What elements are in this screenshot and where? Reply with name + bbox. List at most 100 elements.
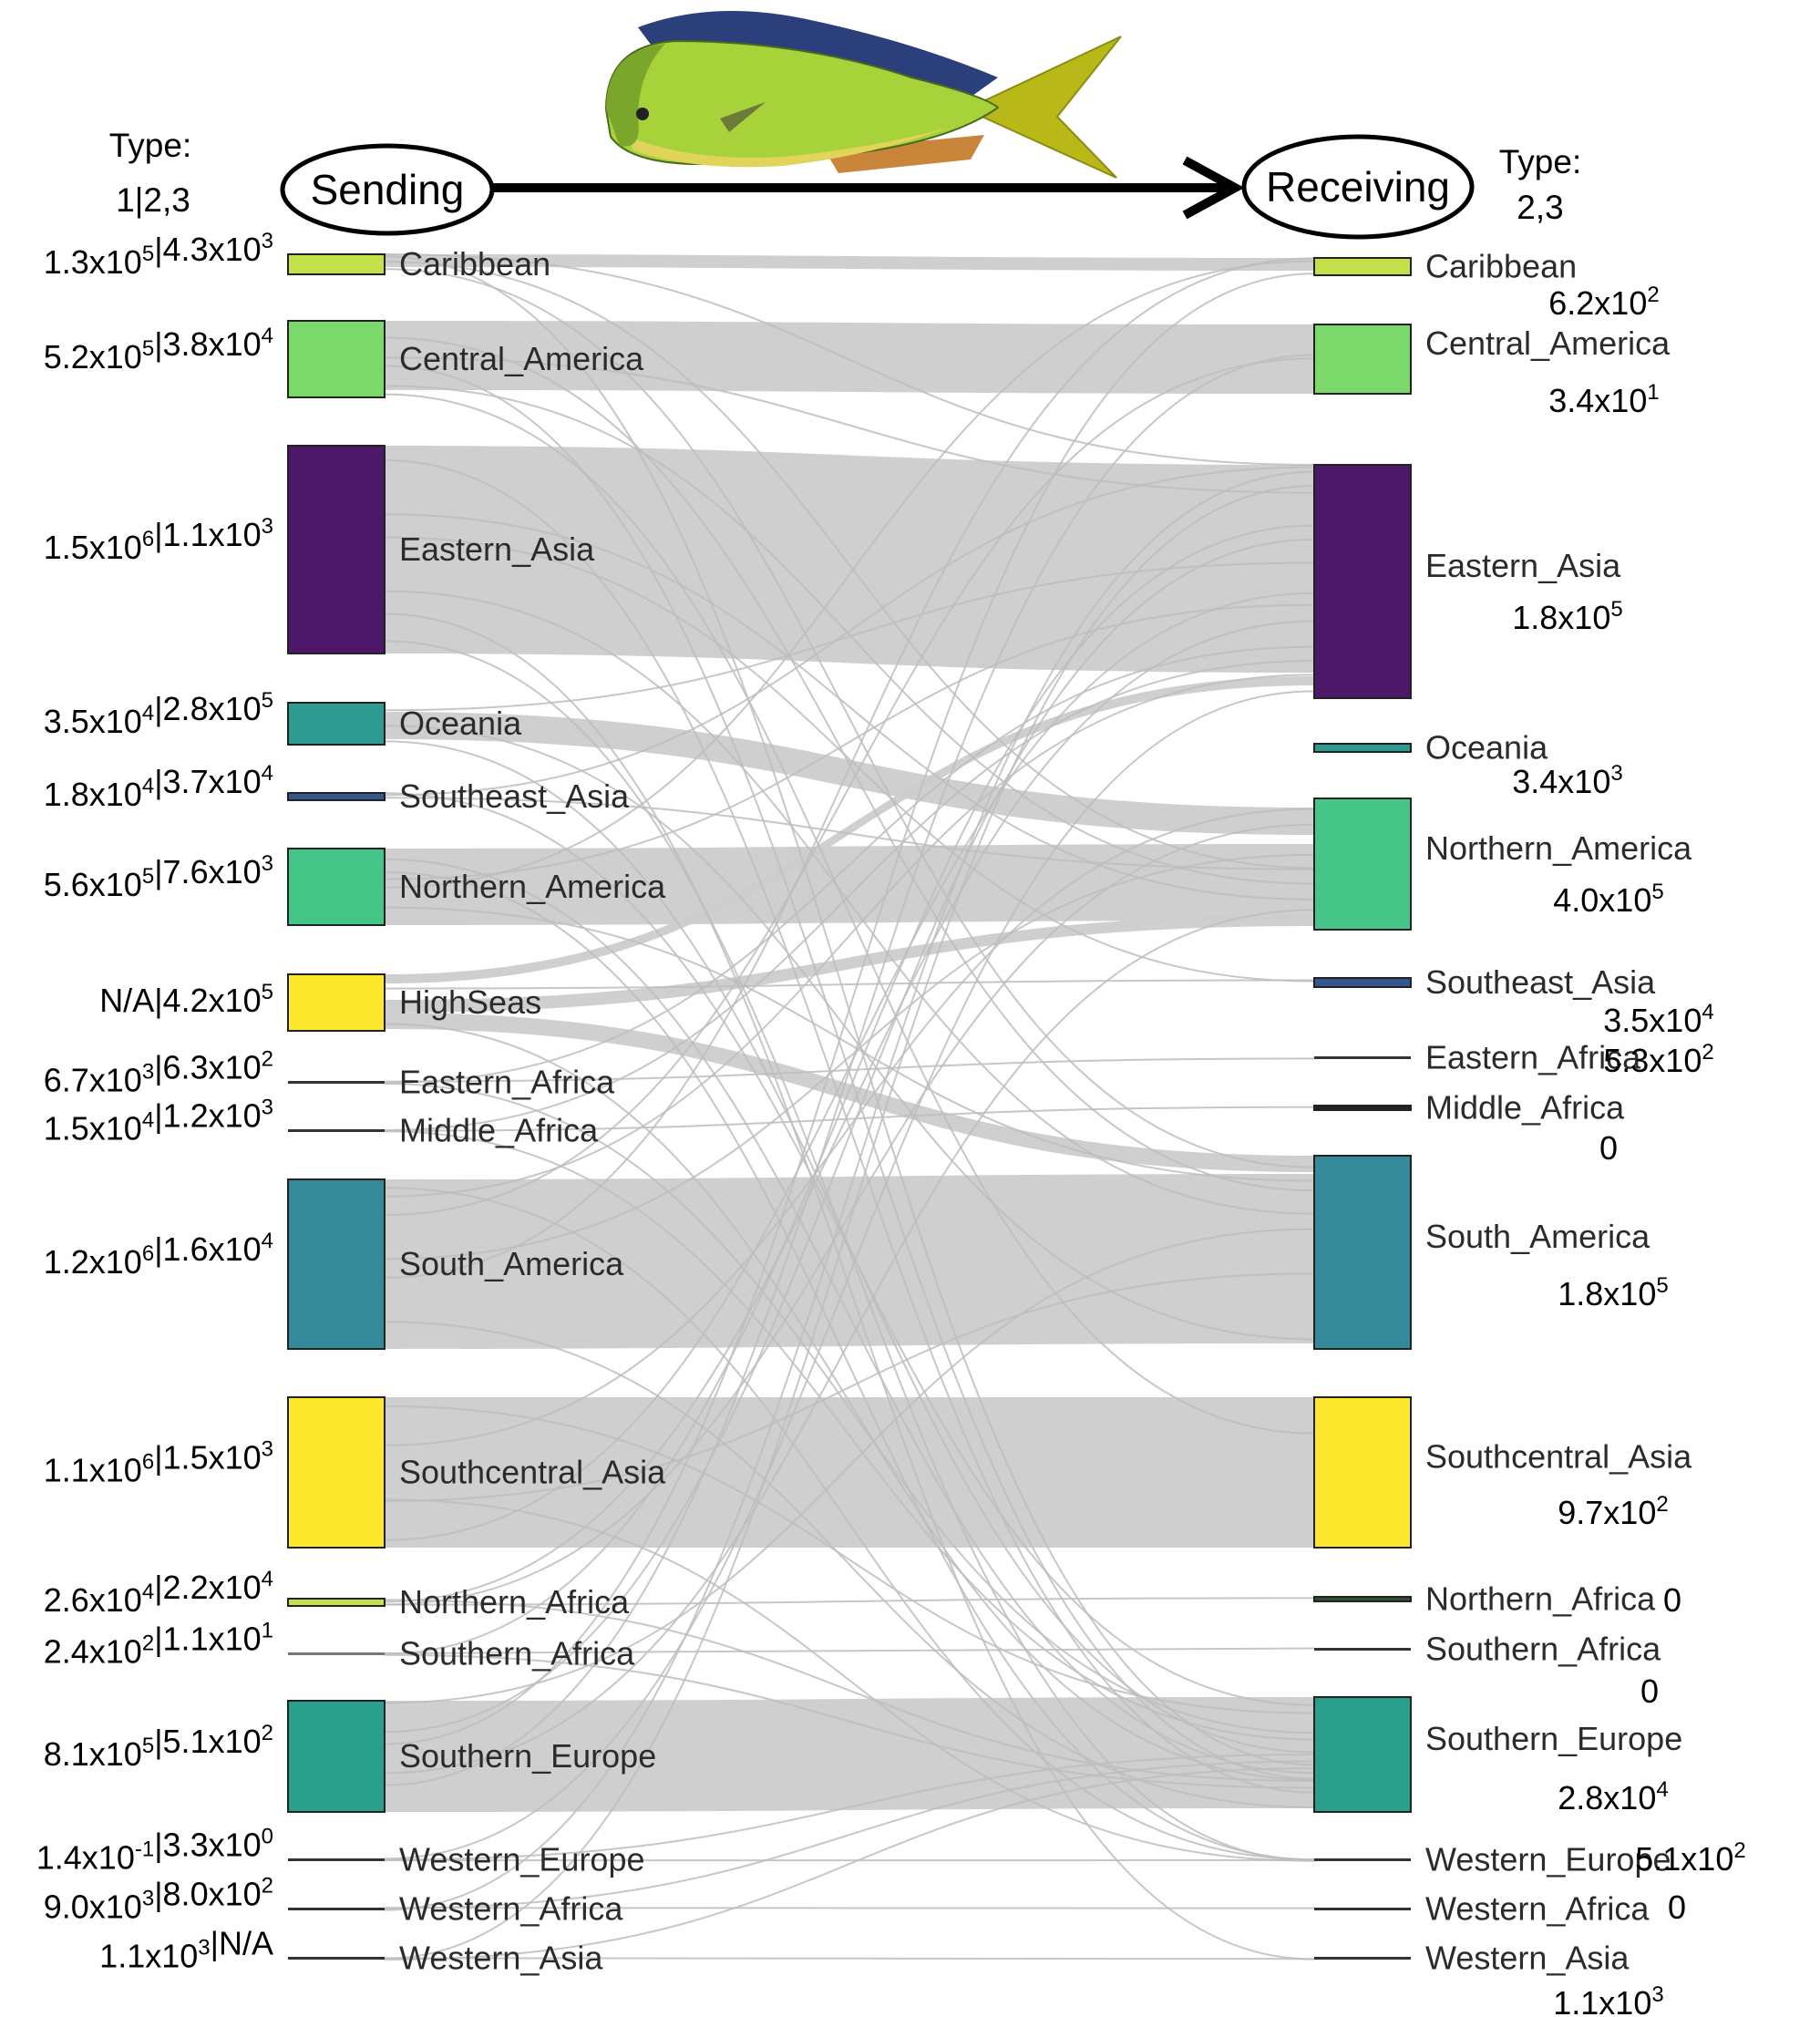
thin-flow-links xyxy=(384,253,1315,1960)
flow-highseas-to-eastern-asia xyxy=(385,676,1314,983)
sending-node-northern-africa xyxy=(287,1598,386,1607)
receiving-node-south-america xyxy=(1313,1155,1412,1350)
sending-label-northern-america: Northern_America xyxy=(399,868,666,905)
sending-value-central-america: 5.2x105|3.8x104 xyxy=(44,324,273,376)
thin-flow-oceania-to-south-america xyxy=(384,725,1315,1341)
receiving-value-caribbean: 6.2x102 xyxy=(1548,283,1659,322)
sending-label-southern-europe: Southern_Europe xyxy=(399,1737,656,1775)
receiving-label-northern-africa: Northern_Africa xyxy=(1425,1580,1656,1618)
sending-value-middle-africa: 1.5x104|1.2x103 xyxy=(44,1096,273,1147)
flow-northern-america-to-northern-america xyxy=(385,844,1314,925)
sending-node-eastern-africa xyxy=(288,1081,385,1084)
flow-highseas-to-northern-america xyxy=(385,915,1314,1013)
sending-label-western-africa: Western_Africa xyxy=(399,1890,623,1928)
sending-node-south-america xyxy=(287,1178,386,1350)
sending-value-southern-africa: 2.4x102|1.1x101 xyxy=(44,1619,273,1671)
receiving-label: Receiving xyxy=(1266,163,1450,211)
sending-value-northern-africa: 2.6x104|2.2x104 xyxy=(44,1567,273,1619)
thin-flow-southcentral-asia-to-northern-america xyxy=(384,808,1315,1446)
flow-caribbean-to-caribbean xyxy=(385,254,1314,271)
thin-flow-northern-america-to-caribbean xyxy=(384,260,1315,889)
receiving-label-southcentral-asia: Southcentral_Asia xyxy=(1425,1438,1692,1476)
thin-flow-caribbean-to-northern-america xyxy=(384,261,1315,870)
flow-highseas-to-south-america xyxy=(385,1013,1314,1172)
sending-label-northern-africa: Northern_Africa xyxy=(399,1583,630,1621)
sending-value-oceania: 3.5x104|2.8x105 xyxy=(44,688,273,740)
receiving-type-label: Type: xyxy=(1499,143,1582,180)
thin-flow-southcentral-asia-to-western-europe xyxy=(384,1498,1315,1862)
thin-flow-south-america-to-central-america xyxy=(384,357,1315,1217)
flow-southern-europe-to-southern-europe xyxy=(385,1697,1314,1812)
thin-flow-south-america-to-eastern-asia xyxy=(384,674,1315,1198)
receiving-value-central-america: 3.4x101 xyxy=(1548,380,1659,419)
thin-flow-western-europe-to-eastern-asia xyxy=(384,690,1315,1860)
receiving-value-middle-africa: 0 xyxy=(1599,1129,1618,1167)
receiving-label-southeast-asia: Southeast_Asia xyxy=(1425,963,1656,1001)
thin-flow-caribbean-to-south-america xyxy=(384,268,1315,1168)
thin-flow-central-america-to-south-america xyxy=(384,336,1315,1192)
thin-flow-southern-europe-to-eastern-asia xyxy=(384,538,1315,1734)
receiving-value-western-asia: 1.1x103 xyxy=(1553,1982,1663,2017)
sending-label-southeast-asia: Southeast_Asia xyxy=(399,777,630,815)
thin-flow-northern-africa-to-eastern-asia xyxy=(384,620,1315,1603)
region-nodes xyxy=(287,253,1412,1960)
sending-label-middle-africa: Middle_Africa xyxy=(399,1112,599,1149)
sending-type-value: 1|2,3 xyxy=(116,181,190,219)
thin-flow-southern-africa-to-southern-africa xyxy=(384,1647,1315,1655)
sending-label-caribbean: Caribbean xyxy=(399,245,550,283)
receiving-node-northern-america xyxy=(1313,798,1412,931)
thin-flow-southern-africa-to-eastern-asia xyxy=(384,524,1315,1655)
receiving-value-southeast-asia: 3.5x104 xyxy=(1603,1000,1713,1039)
thin-flow-northern-america-to-western-europe xyxy=(384,871,1315,1861)
sending-node-southcentral-asia xyxy=(287,1396,386,1549)
receiving-label-northern-america: Northern_America xyxy=(1425,829,1692,867)
thin-flow-western-europe-to-southern-europe xyxy=(384,1754,1315,1861)
sending-value-caribbean: 1.3x105|4.3x103 xyxy=(44,229,273,281)
flow-southcentral-asia-to-southcentral-asia xyxy=(385,1397,1314,1548)
sending-label-eastern-asia: Eastern_Asia xyxy=(399,530,595,568)
thin-flow-northern-america-to-eastern-asia xyxy=(384,603,1315,880)
sending-node-highseas xyxy=(287,973,386,1032)
sending-node-eastern-asia xyxy=(287,445,386,654)
thin-flow-southcentral-asia-to-southern-europe xyxy=(384,1405,1315,1714)
receiving-label-western-europe: Western_Europe xyxy=(1425,1841,1671,1878)
thin-flow-southern-europe-to-caribbean xyxy=(384,273,1315,1745)
thin-flow-western-asia-to-western-asia xyxy=(384,1957,1315,1960)
receiving-label-eastern-asia: Eastern_Asia xyxy=(1425,547,1621,584)
thin-flow-south-america-to-western-europe xyxy=(384,1187,1315,1861)
receiving-label-caribbean: Caribbean xyxy=(1425,248,1577,285)
thin-flow-eastern-asia-to-south-america xyxy=(384,590,1315,1215)
thin-flow-southcentral-asia-to-south-america xyxy=(384,1272,1315,1502)
thin-flow-highseas-to-southeast-asia xyxy=(384,979,1315,990)
receiving-value-south-america: 1.8x105 xyxy=(1558,1273,1668,1312)
sending-label-southern-africa: Southern_Africa xyxy=(399,1635,635,1672)
sending-label: Sending xyxy=(311,166,465,213)
receiving-node-southcentral-asia xyxy=(1313,1396,1412,1549)
thin-flow-western-africa-to-eastern-asia xyxy=(384,470,1315,1911)
thin-flow-northern-africa-to-northern-america xyxy=(384,823,1315,1606)
receiving-label-middle-africa: Middle_Africa xyxy=(1425,1089,1625,1127)
receiving-value-northern-africa: 0 xyxy=(1663,1581,1681,1619)
sending-value-southcentral-asia: 1.1x106|1.5x103 xyxy=(44,1437,273,1489)
receiving-label-southern-africa: Southern_Africa xyxy=(1425,1631,1661,1668)
sending-value-southeast-asia: 1.8x104|3.7x104 xyxy=(44,761,273,813)
thin-flow-middle-africa-to-southern-europe xyxy=(384,1130,1315,1741)
thin-flow-western-asia-to-southern-europe xyxy=(384,1767,1315,1960)
thin-flow-northern-africa-to-northern-africa xyxy=(384,1597,1315,1606)
receiving-node-southeast-asia xyxy=(1313,977,1412,988)
receiving-value-western-africa: 0 xyxy=(1668,1888,1686,1926)
receiving-value-southern-europe: 2.8x104 xyxy=(1558,1777,1668,1816)
thin-flow-southcentral-asia-to-eastern-asia xyxy=(384,592,1315,1541)
mahi-mahi-fish-illustration xyxy=(604,11,1122,179)
thin-flow-highseas-to-southern-europe xyxy=(384,1023,1315,1781)
sending-node-western-europe xyxy=(288,1858,385,1861)
thin-flow-northern-america-to-southern-europe xyxy=(384,858,1315,1775)
thin-flow-eastern-asia-to-western-europe xyxy=(384,640,1315,1862)
receiving-node-caribbean xyxy=(1313,257,1412,276)
thin-flow-south-america-to-southern-europe xyxy=(384,1321,1315,1808)
receiving-node-central-america xyxy=(1313,324,1412,395)
thin-flow-southern-europe-to-northern-america xyxy=(384,909,1315,1775)
receiving-node-western-africa xyxy=(1314,1908,1411,1910)
receiving-label-central-america: Central_America xyxy=(1425,324,1671,362)
